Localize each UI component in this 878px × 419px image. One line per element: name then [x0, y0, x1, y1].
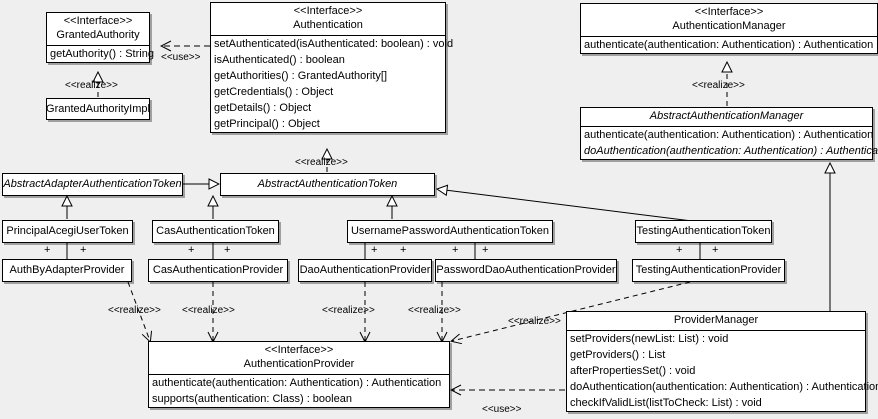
- multiplicity-marker: +: [371, 244, 378, 256]
- class-name: AuthByAdapterProvider: [9, 264, 125, 276]
- class-header: AbstractAuthenticationManager: [581, 108, 872, 126]
- operation: getAuthority() : String: [50, 48, 154, 60]
- class-name: GrantedAuthority: [56, 29, 140, 41]
- multiplicity-marker: +: [676, 244, 683, 256]
- operation: setAuthenticated(isAuthenticated: boolea…: [214, 38, 454, 50]
- stereotype-label: <<Interface>>: [694, 6, 764, 18]
- operation: setProviders(newList: List) : void: [570, 333, 729, 345]
- class-header: <<Interface>> AuthenticationProvider: [149, 342, 449, 374]
- stereotype-label: <<Interface>>: [293, 5, 363, 17]
- class-header: <<Interface>> AuthenticationManager: [581, 4, 877, 36]
- class-granted-authority-impl[interactable]: GrantedAuthorityImpl: [46, 98, 150, 120]
- operation: doAuthentication(authentication: Authent…: [584, 145, 878, 157]
- operation: checkIfValidList(listToCheck: List) : vo…: [570, 397, 762, 409]
- class-name: AbstractAuthenticationToken: [257, 178, 398, 190]
- class-name: TestingAuthenticationToken: [636, 225, 771, 237]
- class-header: <<Interface>> GrantedAuthority: [47, 13, 149, 45]
- class-dao-authentication-provider[interactable]: DaoAuthenticationProvider: [298, 259, 432, 282]
- class-cas-authentication-token[interactable]: CasAuthenticationToken: [152, 220, 279, 243]
- class-authentication-manager[interactable]: <<Interface>> AuthenticationManager auth…: [580, 3, 878, 54]
- operation: getCredentials() : Object: [214, 86, 334, 98]
- operation: supports(authentication: Class) : boolea…: [152, 393, 352, 405]
- class-name: AuthenticationManager: [672, 20, 786, 32]
- edge-label-realize-testing-provider: <<realize>>: [508, 316, 561, 327]
- edge-label-realize-granted-authority: <<realize>>: [65, 80, 118, 91]
- class-testing-authentication-token[interactable]: TestingAuthenticationToken: [635, 220, 772, 243]
- edge-label-use-authentication-provider: <<use>>: [482, 404, 522, 415]
- class-name: PasswordDaoAuthenticationProvider: [436, 264, 616, 276]
- class-name: UsernamePasswordAuthenticationToken: [350, 225, 550, 237]
- class-authentication[interactable]: <<Interface>> Authentication setAuthenti…: [210, 2, 454, 133]
- class-abstract-authentication-token[interactable]: AbstractAuthenticationToken: [220, 173, 435, 196]
- edge-label-realize-dao-provider: <<realize>>: [322, 305, 375, 316]
- class-name: GrantedAuthorityImpl: [46, 102, 150, 115]
- operation: getDetails() : Object: [214, 102, 312, 114]
- operations-compartment: setAuthenticated(isAuthenticated: boolea…: [211, 35, 454, 132]
- operation: doAuthentication(authentication: Authent…: [570, 381, 878, 393]
- operations-compartment: authenticate(authentication: Authenticat…: [581, 126, 878, 159]
- edge-label-realize-authentication: <<realize>>: [295, 157, 348, 168]
- class-cas-authentication-provider[interactable]: CasAuthenticationProvider: [148, 259, 288, 282]
- class-name: AbstractAuthenticationManager: [649, 110, 804, 122]
- class-password-dao-authentication-provider[interactable]: PasswordDaoAuthenticationProvider: [435, 259, 617, 282]
- class-auth-by-adapter-provider[interactable]: AuthByAdapterProvider: [2, 259, 132, 282]
- edge-label-use-granted-authority: <<use>>: [161, 52, 201, 63]
- class-name: PrincipalAcegiUserToken: [6, 225, 129, 237]
- edge-label-realize-password-dao-provider: <<realize>>: [408, 305, 461, 316]
- multiplicity-marker: +: [44, 244, 51, 256]
- class-principal-acegi-user-token[interactable]: PrincipalAcegiUserToken: [2, 220, 133, 243]
- operation: authenticate(authentication: Authenticat…: [152, 377, 442, 389]
- multiplicity-marker: +: [80, 244, 87, 256]
- class-name: ProviderManager: [673, 314, 759, 326]
- operations-compartment: setProviders(newList: List) : void getPr…: [567, 330, 878, 411]
- class-provider-manager[interactable]: ProviderManager setProviders(newList: Li…: [566, 311, 878, 412]
- class-testing-authentication-provider[interactable]: TestingAuthenticationProvider: [632, 259, 785, 282]
- class-authentication-provider[interactable]: <<Interface>> AuthenticationProvider aut…: [148, 341, 450, 408]
- multiplicity-marker: +: [188, 244, 195, 256]
- class-header: ProviderManager: [567, 312, 865, 330]
- multiplicity-marker: +: [400, 244, 407, 256]
- multiplicity-marker: +: [482, 244, 489, 256]
- operations-compartment: authenticate(authentication: Authenticat…: [149, 374, 449, 407]
- class-name: TestingAuthenticationProvider: [635, 264, 782, 276]
- operation: getProviders() : List: [570, 349, 666, 361]
- operation: afterPropertiesSet() : void: [570, 365, 696, 377]
- class-name: AuthenticationProvider: [243, 358, 355, 370]
- multiplicity-marker: +: [224, 244, 231, 256]
- operation: isAuthenticated() : boolean: [214, 54, 345, 66]
- class-name: DaoAuthenticationProvider: [299, 264, 431, 276]
- edge-label-realize-auth-by-adapter: <<realize>>: [108, 305, 161, 316]
- class-abstract-authentication-manager[interactable]: AbstractAuthenticationManager authentica…: [580, 107, 878, 160]
- stereotype-label: <<Interface>>: [63, 15, 133, 27]
- operation: getPrincipal() : Object: [214, 118, 320, 130]
- stereotype-label: <<Interface>>: [264, 344, 334, 356]
- operation: authenticate(authentication: Authenticat…: [584, 129, 874, 141]
- operation: authenticate(authentication: Authenticat…: [584, 39, 874, 51]
- class-name: AbstractAdapterAuthenticationToken: [3, 178, 182, 190]
- class-username-password-authentication-token[interactable]: UsernamePasswordAuthenticationToken: [347, 220, 553, 243]
- edge-label-realize-authentication-manager: <<realize>>: [692, 80, 745, 91]
- multiplicity-marker: +: [452, 244, 459, 256]
- operation: getAuthorities() : GrantedAuthority[]: [214, 70, 388, 82]
- class-abstract-adapter-authentication-token[interactable]: AbstractAdapterAuthenticationToken: [2, 173, 183, 196]
- multiplicity-marker: +: [712, 244, 719, 256]
- edge-label-realize-cas-provider: <<realize>>: [182, 305, 235, 316]
- class-granted-authority[interactable]: <<Interface>> GrantedAuthority getAuthor…: [46, 12, 154, 63]
- operations-compartment: getAuthority() : String: [47, 45, 154, 62]
- operations-compartment: authenticate(authentication: Authenticat…: [581, 36, 877, 53]
- class-header: <<Interface>> Authentication: [211, 3, 445, 35]
- class-name: CasAuthenticationToken: [156, 225, 275, 237]
- class-name: CasAuthenticationProvider: [152, 264, 284, 276]
- class-name: Authentication: [293, 19, 363, 31]
